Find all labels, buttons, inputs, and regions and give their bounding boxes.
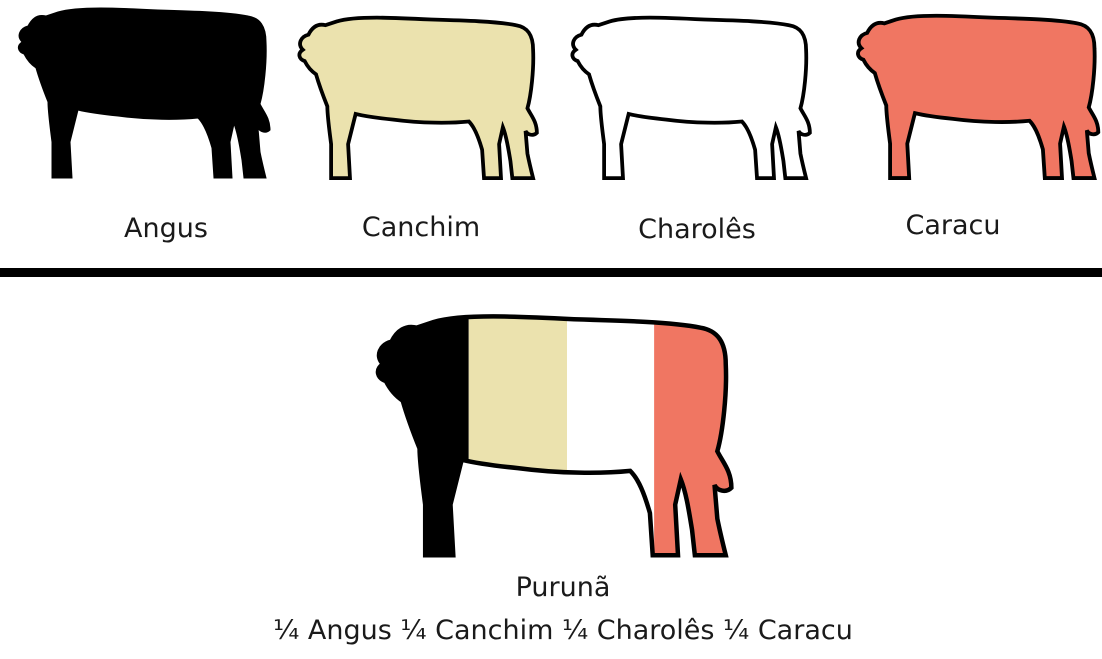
stripe-canchim bbox=[469, 308, 567, 558]
breed-label-charoles: Charolês bbox=[638, 214, 756, 245]
canchim-bull-icon bbox=[282, 12, 552, 180]
charoles-bull-icon bbox=[555, 12, 825, 180]
breed-label-angus: Angus bbox=[124, 213, 208, 244]
breed-label-caracu: Caracu bbox=[905, 210, 1000, 241]
caracu-bull-icon bbox=[842, 10, 1102, 180]
angus-bull-icon bbox=[8, 2, 278, 180]
cross-name: Purunã bbox=[516, 572, 611, 603]
stripe-charoles bbox=[567, 308, 654, 558]
purunã-bull-icon bbox=[343, 308, 763, 558]
section-divider bbox=[0, 268, 1102, 277]
cross-composition: ¼ Angus ¼ Canchim ¼ Charolês ¼ Caracu bbox=[273, 615, 853, 646]
breed-label-canchim: Canchim bbox=[362, 212, 480, 243]
stripe-caracu bbox=[654, 308, 742, 558]
